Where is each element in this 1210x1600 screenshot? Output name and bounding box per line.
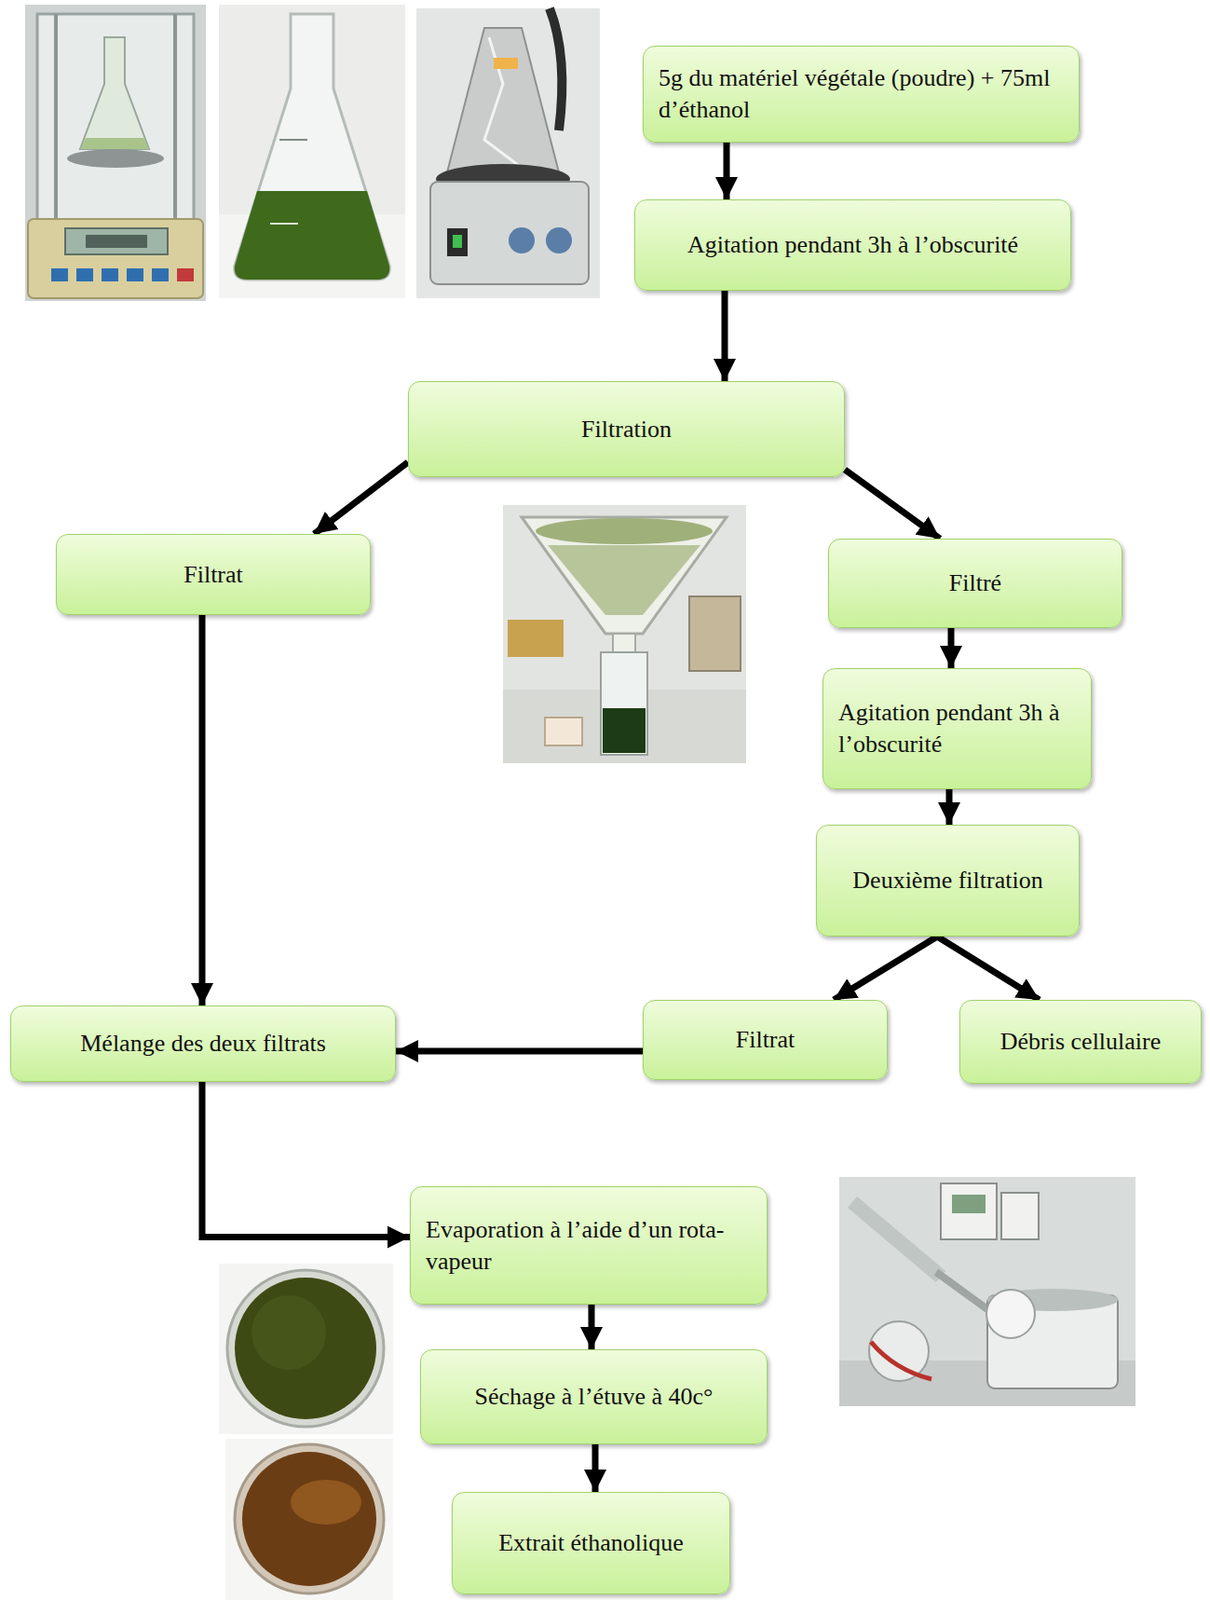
box-label: Filtrat — [735, 1023, 796, 1056]
flow-arrow — [199, 614, 206, 1006]
flow-arrow — [592, 1443, 599, 1492]
flow-arrow — [202, 1081, 410, 1238]
process-box: Agitation pendant 3h à l’obscurité — [822, 667, 1092, 789]
flow-arrow — [844, 469, 940, 539]
flask-photo — [218, 4, 406, 299]
box-label: Séchage à l’étuve à 40c° — [475, 1380, 714, 1413]
process-box: Filtrat — [642, 999, 888, 1080]
flow-arrow — [946, 788, 953, 825]
box-label: 5g du matériel végétale (poudre) + 75ml … — [658, 62, 1064, 126]
box-label: Agitation pendant 3h à l’obscurité — [687, 229, 1019, 261]
box-label: Filtration — [581, 413, 672, 446]
petri-dish-green — [218, 1263, 394, 1434]
flow-arrow — [588, 1304, 596, 1349]
process-box: Evaporation à l’aide d’un rota-vapeur — [409, 1185, 768, 1305]
box-label: Mélange des deux filtrats — [80, 1027, 327, 1060]
flow-arrow — [937, 936, 1040, 1000]
box-label: Agitation pendant 3h à l’obscurité — [838, 696, 1076, 761]
rotavapor-photo — [839, 1176, 1136, 1406]
process-box: Séchage à l’étuve à 40c° — [420, 1348, 768, 1444]
process-box: 5g du matériel végétale (poudre) + 75ml … — [642, 45, 1080, 143]
flow-arrow — [721, 290, 729, 381]
process-box: Filtrat — [55, 533, 371, 615]
flow-arrow — [948, 627, 955, 668]
process-box: Filtré — [828, 538, 1123, 628]
process-box: Extrait éthanolique — [451, 1491, 731, 1594]
flow-arrow — [395, 1047, 643, 1055]
box-label: Extrait éthanolique — [498, 1526, 684, 1559]
process-box: Mélange des deux filtrats — [10, 1005, 396, 1082]
flow-arrow — [833, 936, 938, 1000]
balance-photo — [25, 4, 206, 301]
process-box: Filtration — [407, 380, 845, 477]
flow-arrow — [723, 142, 731, 200]
box-label: Débris cellulaire — [1000, 1025, 1162, 1058]
process-box: Débris cellulaire — [959, 999, 1202, 1084]
process-box: Deuxième filtration — [815, 824, 1080, 937]
filtration-photo — [503, 504, 747, 763]
petri-dish-brown — [225, 1438, 394, 1600]
flow-arrow — [313, 462, 408, 534]
box-label: Deuxième filtration — [852, 864, 1043, 897]
box-label: Filtrat — [183, 558, 244, 591]
box-label: Filtré — [949, 567, 1002, 599]
box-label: Evaporation à l’aide d’un rota-vapeur — [425, 1213, 752, 1278]
stirrer-photo — [416, 8, 600, 299]
process-box: Agitation pendant 3h à l’obscurité — [634, 199, 1072, 291]
